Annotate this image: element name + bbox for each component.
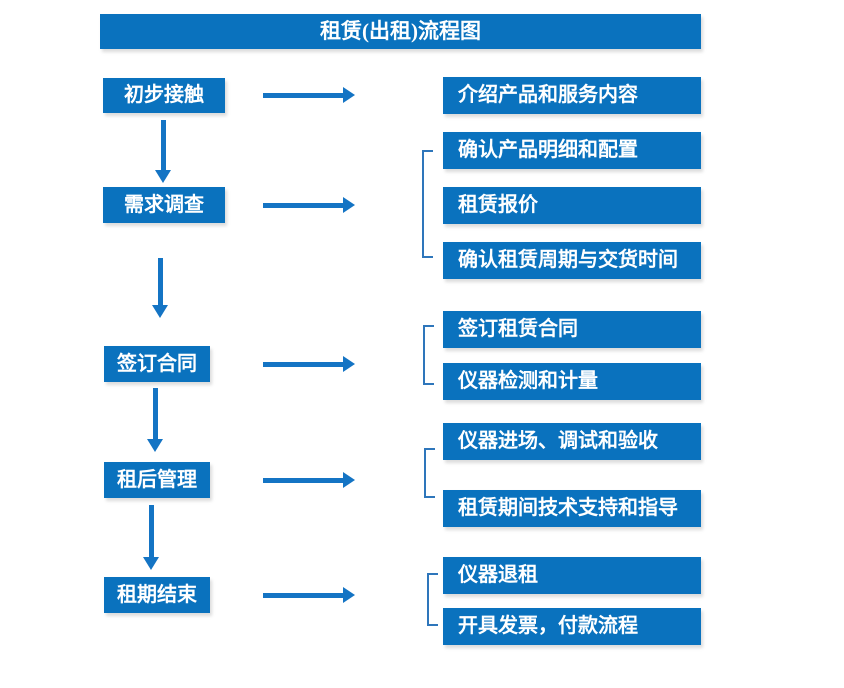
step-sign-contract: 签订合同 xyxy=(104,346,210,382)
bracket xyxy=(422,150,433,258)
step-demand-survey: 需求调查 xyxy=(103,187,225,223)
step-rental-end: 租期结束 xyxy=(104,577,210,613)
arrow-head xyxy=(143,557,159,570)
arrow-right-icon xyxy=(263,587,355,603)
arrow-head xyxy=(343,356,355,372)
arrow-head xyxy=(152,305,168,318)
detail-box: 开具发票，付款流程 xyxy=(443,608,701,645)
detail-box: 确认租赁周期与交货时间 xyxy=(443,242,701,279)
arrow-down-icon xyxy=(143,505,160,570)
arrow-shaft xyxy=(263,93,343,98)
arrow-shaft xyxy=(263,362,343,367)
detail-box: 租赁期间技术支持和指导 xyxy=(443,490,701,527)
bracket xyxy=(423,325,434,385)
arrow-right-icon xyxy=(263,356,355,372)
step-post-rental-management: 租后管理 xyxy=(104,462,210,498)
detail-box: 介绍产品和服务内容 xyxy=(443,77,701,114)
detail-box: 仪器退租 xyxy=(443,557,701,594)
arrow-down-icon xyxy=(155,120,172,183)
arrow-shaft xyxy=(263,203,343,208)
arrow-right-icon xyxy=(263,472,355,488)
arrow-down-icon xyxy=(152,258,169,318)
detail-box: 仪器进场、调试和验收 xyxy=(443,423,701,460)
arrow-shaft xyxy=(153,388,158,439)
arrow-right-icon xyxy=(263,197,355,213)
arrow-right-icon xyxy=(263,87,355,103)
arrow-head xyxy=(343,197,355,213)
arrow-head xyxy=(343,87,355,103)
bracket xyxy=(427,573,438,626)
arrow-head xyxy=(343,472,355,488)
arrow-head xyxy=(147,439,163,452)
arrow-head xyxy=(343,587,355,603)
detail-box: 仪器检测和计量 xyxy=(443,363,701,400)
bracket xyxy=(424,448,435,498)
arrow-shaft xyxy=(263,478,343,483)
step-initial-contact: 初步接触 xyxy=(103,78,225,113)
detail-box: 确认产品明细和配置 xyxy=(443,132,701,169)
arrow-shaft xyxy=(263,593,343,598)
detail-box: 签订租赁合同 xyxy=(443,311,701,348)
arrow-down-icon xyxy=(147,388,164,452)
arrow-shaft xyxy=(158,258,163,305)
flowchart-title: 租赁(出租)流程图 xyxy=(100,14,701,49)
arrow-head xyxy=(155,170,171,183)
arrow-shaft xyxy=(161,120,166,170)
detail-box: 租赁报价 xyxy=(443,187,701,224)
arrow-shaft xyxy=(149,505,154,557)
